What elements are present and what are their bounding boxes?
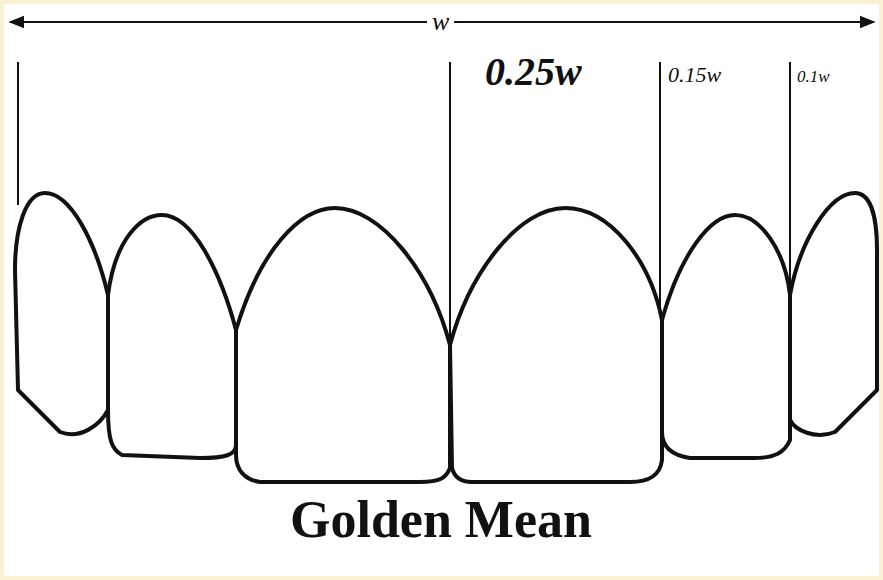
dimension-label: 0.15w [668, 64, 721, 86]
dimension-label: w [427, 7, 454, 37]
dimension-label: 0.1w [797, 68, 830, 85]
dimension-label: 0.25w [485, 52, 582, 92]
teeth-outlines [15, 193, 877, 482]
figure-caption: Golden Mean [290, 494, 592, 546]
